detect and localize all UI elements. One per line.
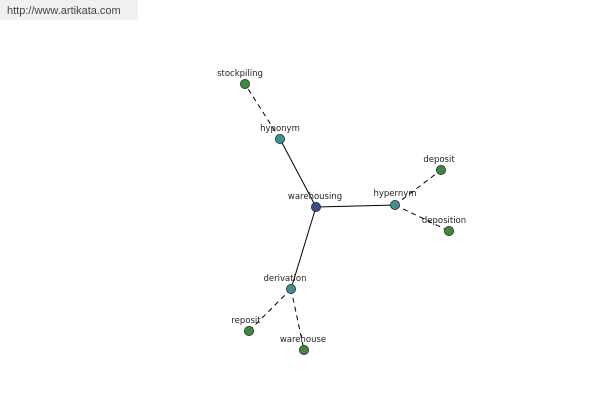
node-stockpiling[interactable]: stockpiling bbox=[217, 69, 263, 90]
node-warehouse[interactable]: warehouse bbox=[280, 335, 326, 355]
node-label-deposition: deposition bbox=[422, 216, 466, 226]
node-marker-stockpiling[interactable] bbox=[239, 79, 250, 90]
node-deposit[interactable]: deposit bbox=[423, 155, 455, 175]
node-hyponym[interactable]: hyponym bbox=[260, 124, 300, 144]
edge-hypernym-deposit bbox=[394, 169, 442, 206]
graph-edges bbox=[244, 83, 450, 351]
node-label-deposit: deposit bbox=[423, 155, 455, 165]
node-marker-hypernym[interactable] bbox=[389, 199, 400, 210]
node-label-warehousing: warehousing bbox=[288, 192, 342, 202]
node-label-reposit: reposit bbox=[231, 316, 261, 326]
edge-hyponym-stockpiling bbox=[244, 83, 281, 140]
edge-hypernym-deposition bbox=[394, 204, 450, 232]
node-marker-derivation[interactable] bbox=[285, 283, 296, 294]
node-reposit[interactable]: reposit bbox=[231, 316, 261, 336]
node-label-hypernym: hypernym bbox=[373, 189, 416, 199]
graph-nodes: warehousing hyponym hypernym derivation stoc… bbox=[217, 69, 466, 355]
node-marker-deposition[interactable] bbox=[443, 225, 454, 236]
node-marker-reposit[interactable] bbox=[243, 325, 254, 336]
node-label-derivation: derivation bbox=[263, 274, 306, 284]
node-label-stockpiling: stockpiling bbox=[217, 69, 263, 79]
node-label-hyponym: hyponym bbox=[260, 124, 300, 134]
node-marker-warehouse[interactable] bbox=[298, 344, 309, 355]
edge-warehousing-derivation bbox=[290, 206, 317, 290]
node-marker-deposit[interactable] bbox=[435, 164, 446, 175]
node-deposition[interactable]: deposition bbox=[422, 216, 466, 236]
node-warehousing[interactable]: warehousing bbox=[288, 192, 342, 212]
node-label-warehouse: warehouse bbox=[280, 335, 326, 345]
node-derivation[interactable]: derivation bbox=[263, 274, 307, 294]
edge-warehousing-hypernym bbox=[315, 204, 396, 208]
node-marker-warehousing[interactable] bbox=[310, 201, 321, 212]
node-marker-hyponym[interactable] bbox=[274, 133, 285, 144]
edge-derivation-warehouse bbox=[290, 288, 305, 351]
edge-warehousing-hyponym bbox=[279, 138, 317, 208]
edge-derivation-reposit bbox=[248, 288, 292, 332]
node-hypernym[interactable]: hypernym bbox=[373, 189, 417, 210]
site-url[interactable]: http://www.artikata.com bbox=[0, 0, 138, 20]
